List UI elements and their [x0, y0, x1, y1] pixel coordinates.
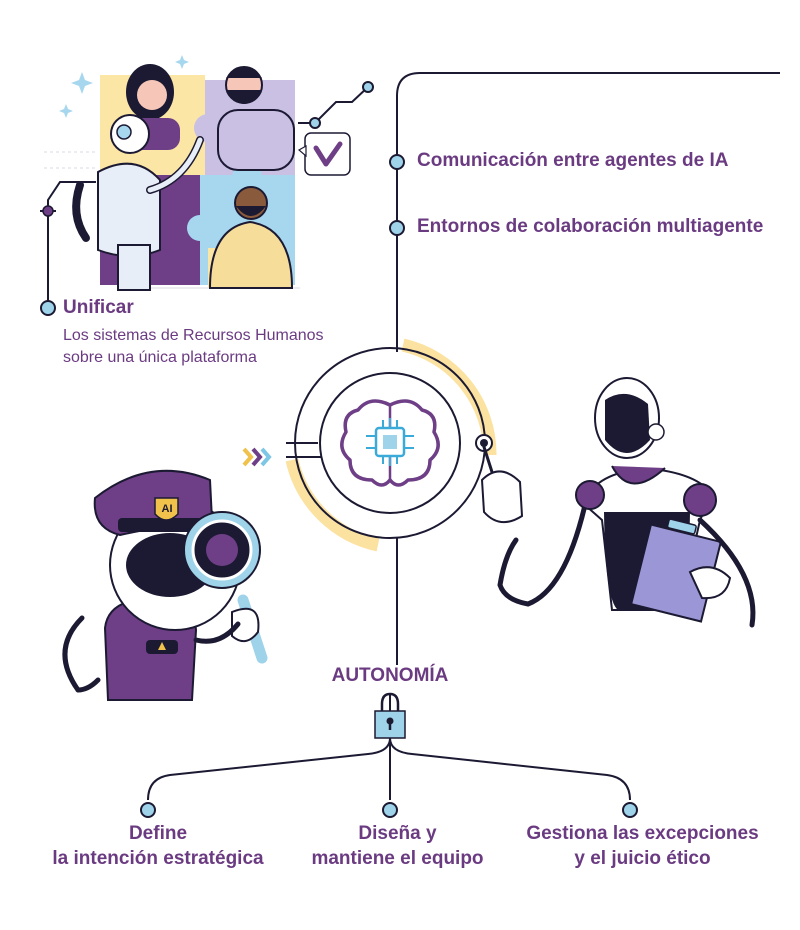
bottom-item-3: Gestiona las excepciones y el juicio éti… [520, 821, 765, 871]
bottom-item-1: Define la intención estratégica [33, 821, 283, 871]
node-top-2 [389, 220, 405, 236]
left-side-line [47, 181, 96, 308]
branch-right [389, 737, 631, 801]
unify-description-line-2: sobre una única plataforma [63, 349, 257, 366]
center-label: AUTONOMÍA [331, 665, 449, 686]
nodes [40, 81, 638, 818]
chevron-arrow-icon [242, 447, 272, 467]
top-item-label-2: Entornos de colaboración multiagente [417, 216, 764, 237]
top-item-label-1: Comunicación entre agentes de IA [417, 150, 729, 171]
node-top-1 [389, 154, 405, 170]
padlock-icon [374, 692, 406, 739]
top-main-line [396, 72, 780, 352]
node-small-left [42, 205, 54, 217]
bottom-item-2-line-2: mantiene el equipo [311, 848, 484, 869]
bottom-item-1-line-2: la intención estratégica [52, 848, 264, 869]
bottom-item-2: Diseña y mantiene el equipo [285, 821, 510, 871]
brain-chip-icon [340, 399, 440, 487]
node-bottom-1 [140, 802, 156, 818]
node-bottom-2 [382, 802, 398, 818]
node-check-end [362, 81, 374, 93]
check-arrow-line [298, 86, 369, 124]
unify-description: Los sistemas de Recursos Humanos sobre u… [63, 325, 363, 369]
node-unify [40, 300, 56, 316]
ai-badge-text: AI [162, 503, 173, 515]
bottom-item-3-line-2: y el juicio ético [574, 848, 711, 869]
humanoid-robot-illustration [480, 377, 756, 628]
unify-description-line-1: Los sistemas de Recursos Humanos [63, 327, 324, 344]
connector-lines [40, 72, 780, 801]
node-check-line [309, 117, 321, 129]
puzzle-illustration [44, 55, 351, 291]
unify-title: Unificar [63, 297, 134, 318]
node-bottom-3 [622, 802, 638, 818]
bottom-item-2-line-1: Diseña y [358, 823, 437, 844]
bottom-item-1-line-1: Define [128, 823, 188, 844]
detective-robot-illustration [62, 469, 268, 701]
yellow-arc-bottom [285, 458, 380, 552]
branch-left [147, 737, 391, 801]
bottom-item-3-line-1: Gestiona las excepciones [526, 823, 759, 844]
